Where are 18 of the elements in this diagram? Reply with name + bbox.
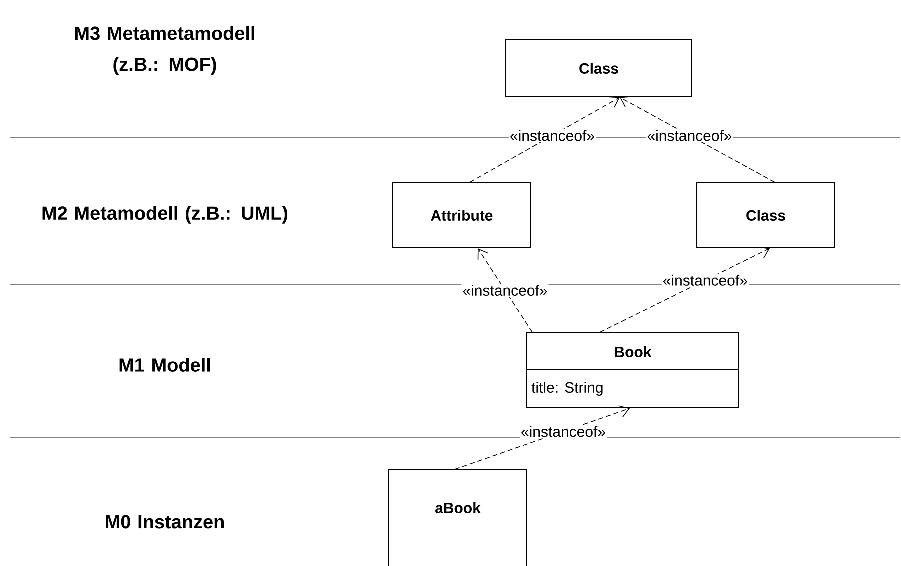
dependency-arrow (470, 96, 620, 183)
dependency-arrow (620, 96, 776, 183)
edge-label: «instanceof» (663, 274, 748, 286)
level-label: M0 Instanzen (106, 515, 224, 529)
edge-label: «instanceof» (510, 130, 594, 142)
edge-label: «instanceof» (463, 285, 548, 296)
class-box: Class (506, 40, 692, 98)
dependency-arrow (478, 248, 533, 333)
class-box: Book title: String (526, 332, 740, 408)
class-box: Class (696, 182, 836, 248)
object-box: aBook (388, 470, 528, 566)
level-label: M2 Metamodell (z.B.: UML) (42, 206, 288, 224)
edge-label: «instanceof» (522, 426, 606, 438)
level-label: M3 Metametamodell (z.B.: MOF) (75, 26, 254, 76)
level-label: M1 Modell (120, 358, 210, 372)
edge-label: «instanceof» (648, 130, 732, 142)
class-box: Attribute (392, 182, 532, 248)
dependency-arrow (600, 247, 770, 333)
